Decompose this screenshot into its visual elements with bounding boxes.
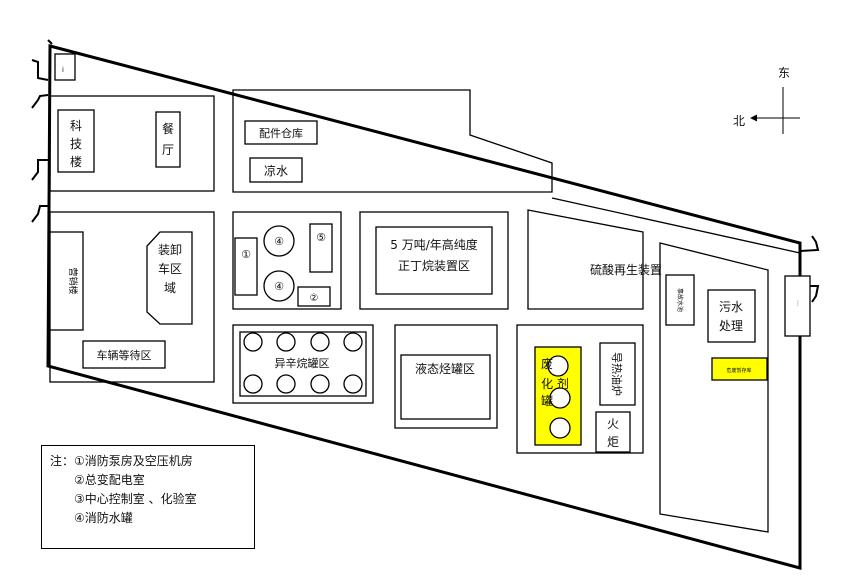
block-butane-zone [359,211,509,310]
fire-water-tank-2 [263,270,295,302]
block-utility-zone [232,211,342,310]
tech-building-char: 科 [70,119,82,133]
sewage-label-line1: 污水 [719,300,743,314]
compass-east-label: 东 [778,66,790,80]
tech-building-char: 技 [70,137,82,151]
catalyst-tanks-label: 废 化 剂 罐 [541,356,569,408]
parts-warehouse-label: 配件仓库 [259,126,303,140]
legend-row: ②总变配电室 [50,471,246,490]
catalyst-tank [549,417,571,439]
vehicle-waiting-area [82,340,166,369]
fire-water-tank-1-tag: ④ [274,235,284,248]
legend-row: ④消防水罐 [50,509,246,528]
tech-building-label: 科 技 楼 [70,119,82,169]
loading-area-line: 域 [164,281,176,295]
site-boundary [46,44,802,570]
loading-area [146,231,193,325]
control-room-tag: ⑤ [316,231,326,244]
tech-building [57,109,95,173]
flare-label-line2: 炬 [607,435,619,449]
canteen-char: 厅 [162,143,174,157]
block-iso-zone [232,324,374,404]
flare [595,411,631,453]
iso-tanks-label: 异辛烷罐区 [275,356,330,370]
hazard-storage-label: 危废暂存库 [726,367,751,374]
catalyst-label-line2: 化 剂 [541,376,569,391]
iso-tank [343,374,363,394]
gate-post-west [54,53,76,81]
fire-pump-room [234,237,258,296]
block-tech-zone [49,95,215,192]
canteen-label: 餐 厅 [162,121,174,157]
canteen [155,111,181,168]
fire-pump-room-tag: ① [241,248,251,261]
block-lpg-zone [394,324,498,429]
gate-marks [31,39,820,303]
butane-unit-label-line2: 正丁烷装置区 [398,259,470,273]
lpg-tank-frame [400,354,491,420]
block-acid-zone [527,209,644,310]
iso-tank [243,332,263,352]
power-room [297,286,331,307]
legend-row: 注：①消防泵房及空压机房 [50,452,246,471]
fire-water-tank-2-tag: ④ [274,280,284,293]
parts-warehouse [244,120,318,145]
flare-label-line1: 火 [607,417,619,431]
legend-box: 注：①消防泵房及空压机房 ②总变配电室 ③中心控制室 、化验室 ④消防水罐 [41,445,255,549]
cooling-water-label: 凉水 [264,163,288,178]
legend-item: ①消防泵房及空压机房 [74,454,193,468]
legend-title: 注： [50,454,75,468]
cooling-water [249,157,303,183]
tech-building-char: 楼 [70,154,82,169]
loading-area-line: 车区 [158,261,182,276]
lpg-tanks-label: 液态烃罐区 [415,361,475,376]
gate-post-east [784,275,811,337]
sewage-treatment [707,289,756,343]
legend-item: ③中心控制室 、化验室 [74,492,197,506]
compass: 东 北 [733,66,800,134]
loading-area-line: 装卸 [158,242,182,257]
block-catalyst-zone [516,324,644,454]
vehicle-waiting-label: 车辆等待区 [97,348,152,362]
block-north-strip [551,197,801,254]
control-room [309,223,333,273]
catalyst-label-line1: 废 [541,356,553,371]
iso-tank [276,374,296,394]
heat-oil-furnace-label: 导热油炉 [610,352,624,396]
iso-tank [276,332,296,352]
iso-tank [343,332,363,352]
sales-building-label: 营销楼 [67,267,79,294]
water-pool [665,274,695,326]
iso-tank [310,332,330,352]
gate-post-west-mark: ⅰ [62,66,64,74]
sulfuric-acid-label: 硫酸再生装置 [590,262,662,277]
power-room-tag: ② [310,293,319,304]
loading-area-label: 装卸 车区 域 [158,242,182,295]
gate-post-east-mark: ⋮ [795,300,801,307]
iso-tank [243,374,263,394]
canteen-char: 餐 [162,121,174,136]
block-east-outline [659,242,769,533]
catalyst-tank [547,355,569,377]
heat-oil-furnace [599,342,636,406]
iso-tank [310,374,330,394]
north-arrow-icon [750,114,757,122]
sales-building [49,231,84,331]
water-pool-label: 事故水池 [676,288,684,312]
butane-unit [375,226,493,295]
legend-item: ②总变配电室 [74,473,145,487]
catalyst-label-line3: 罐 [541,394,553,408]
catalyst-tank [549,387,571,409]
compass-north-label: 北 [733,114,745,128]
sewage-label-line2: 处理 [719,319,743,333]
fire-water-tank-1 [263,225,295,257]
legend-row: ③中心控制室 、化验室 [50,490,246,509]
butane-unit-label-line1: 5 万吨/年高纯度 [390,237,478,252]
hazard-storage [711,357,768,381]
legend-item: ④消防水罐 [74,511,133,525]
block-warehouse-zone [232,89,553,193]
